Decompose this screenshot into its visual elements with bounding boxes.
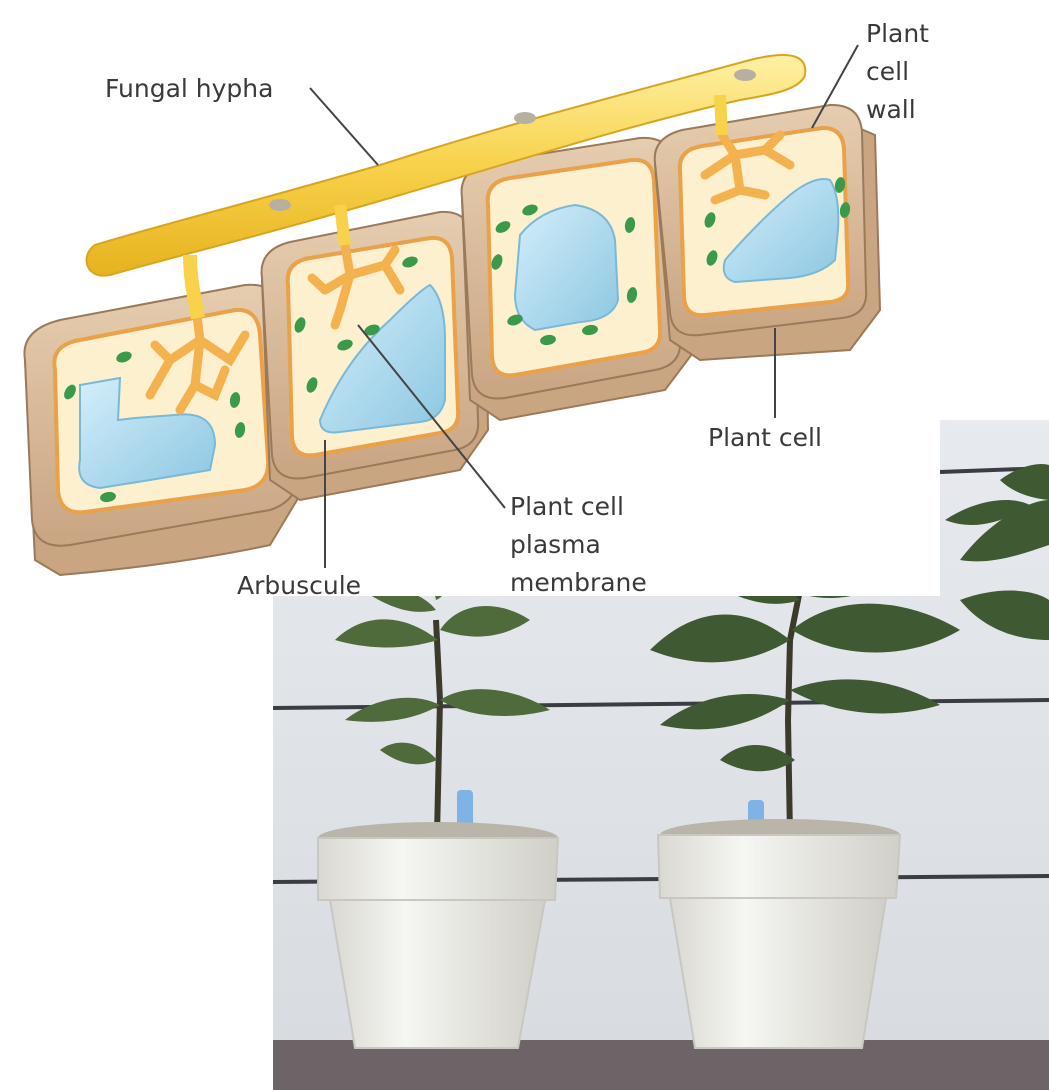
label-plasma-membrane-line1: Plant cell xyxy=(510,492,624,521)
label-plasma-membrane-line3: membrane xyxy=(510,568,647,597)
right-pot xyxy=(658,819,900,1048)
label-plant-cell-wall-line1: Plant xyxy=(866,19,929,48)
label-fungal-hypha: Fungal hypha xyxy=(105,74,273,103)
label-arbuscule: Arbuscule xyxy=(237,571,361,600)
label-plasma-membrane-line2: plasma xyxy=(510,530,601,559)
leader-fungal-hypha xyxy=(310,88,378,165)
label-plant-cell-wall-line3: wall xyxy=(866,95,916,124)
plant-cell-1 xyxy=(24,285,300,575)
label-plant-cell: Plant cell xyxy=(708,423,822,452)
label-plant-cell-wall-line2: cell xyxy=(866,57,909,86)
plant-cell-2 xyxy=(262,212,488,500)
left-pot xyxy=(318,822,558,1048)
